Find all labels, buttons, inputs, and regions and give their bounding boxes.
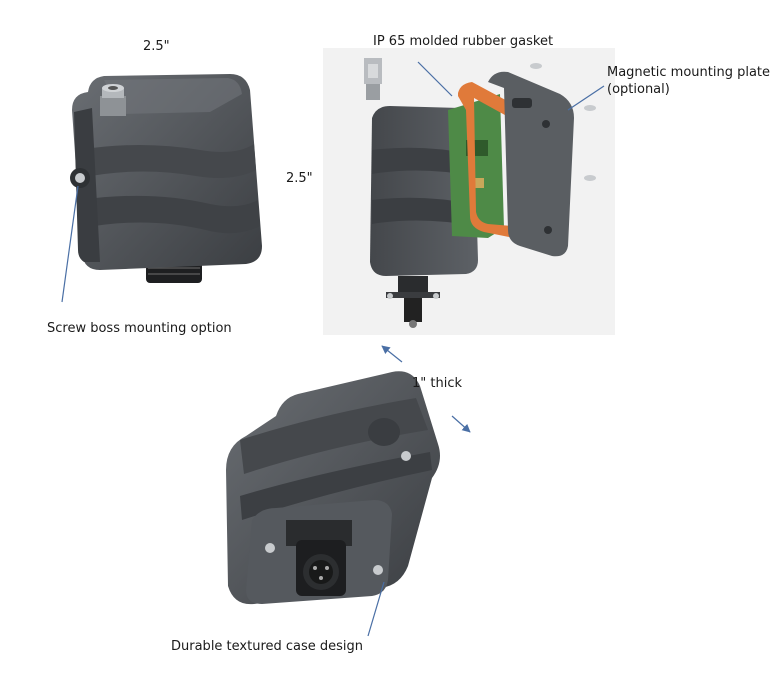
screw-icon: [530, 63, 596, 181]
bottom-view-device: [226, 371, 440, 605]
circular-connector-icon: [286, 520, 352, 596]
durable-case-label: Durable textured case design: [171, 639, 364, 654]
gasket-leader-line: [417, 61, 453, 97]
width-dimension-label: 2.5": [143, 39, 170, 54]
thickness-label: 1" thick: [412, 376, 463, 391]
screw-icon: [70, 168, 90, 188]
gasket-label: IP 65 molded rubber gasket: [373, 34, 554, 49]
exploded-view: [364, 58, 596, 328]
height-dimension-label: 2.5": [286, 171, 313, 186]
thickness-arrow-up: [381, 345, 403, 363]
screw-boss-leader-line: [61, 185, 79, 303]
screw-boss-label: Screw boss mounting option: [47, 321, 232, 336]
magnetic-plate-label-line2: (optional): [607, 82, 670, 97]
front-view-device: [70, 74, 262, 283]
magnetic-plate-label-line1: Magnetic mounting plate: [607, 65, 771, 80]
magnetic-mounting-plate: [488, 71, 574, 257]
durable-leader-line: [367, 581, 385, 637]
magnetic-plate-label: Magnetic mounting plate (optional): [607, 64, 777, 98]
thickness-arrow-down: [451, 415, 471, 433]
magnetic-leader-line: [567, 85, 605, 111]
circular-connector-icon: [386, 276, 440, 328]
screw-icon: [265, 543, 383, 575]
pcb-board: [448, 94, 504, 238]
m12-connector-icon: [100, 84, 126, 116]
m12-connector-icon: [364, 58, 382, 100]
